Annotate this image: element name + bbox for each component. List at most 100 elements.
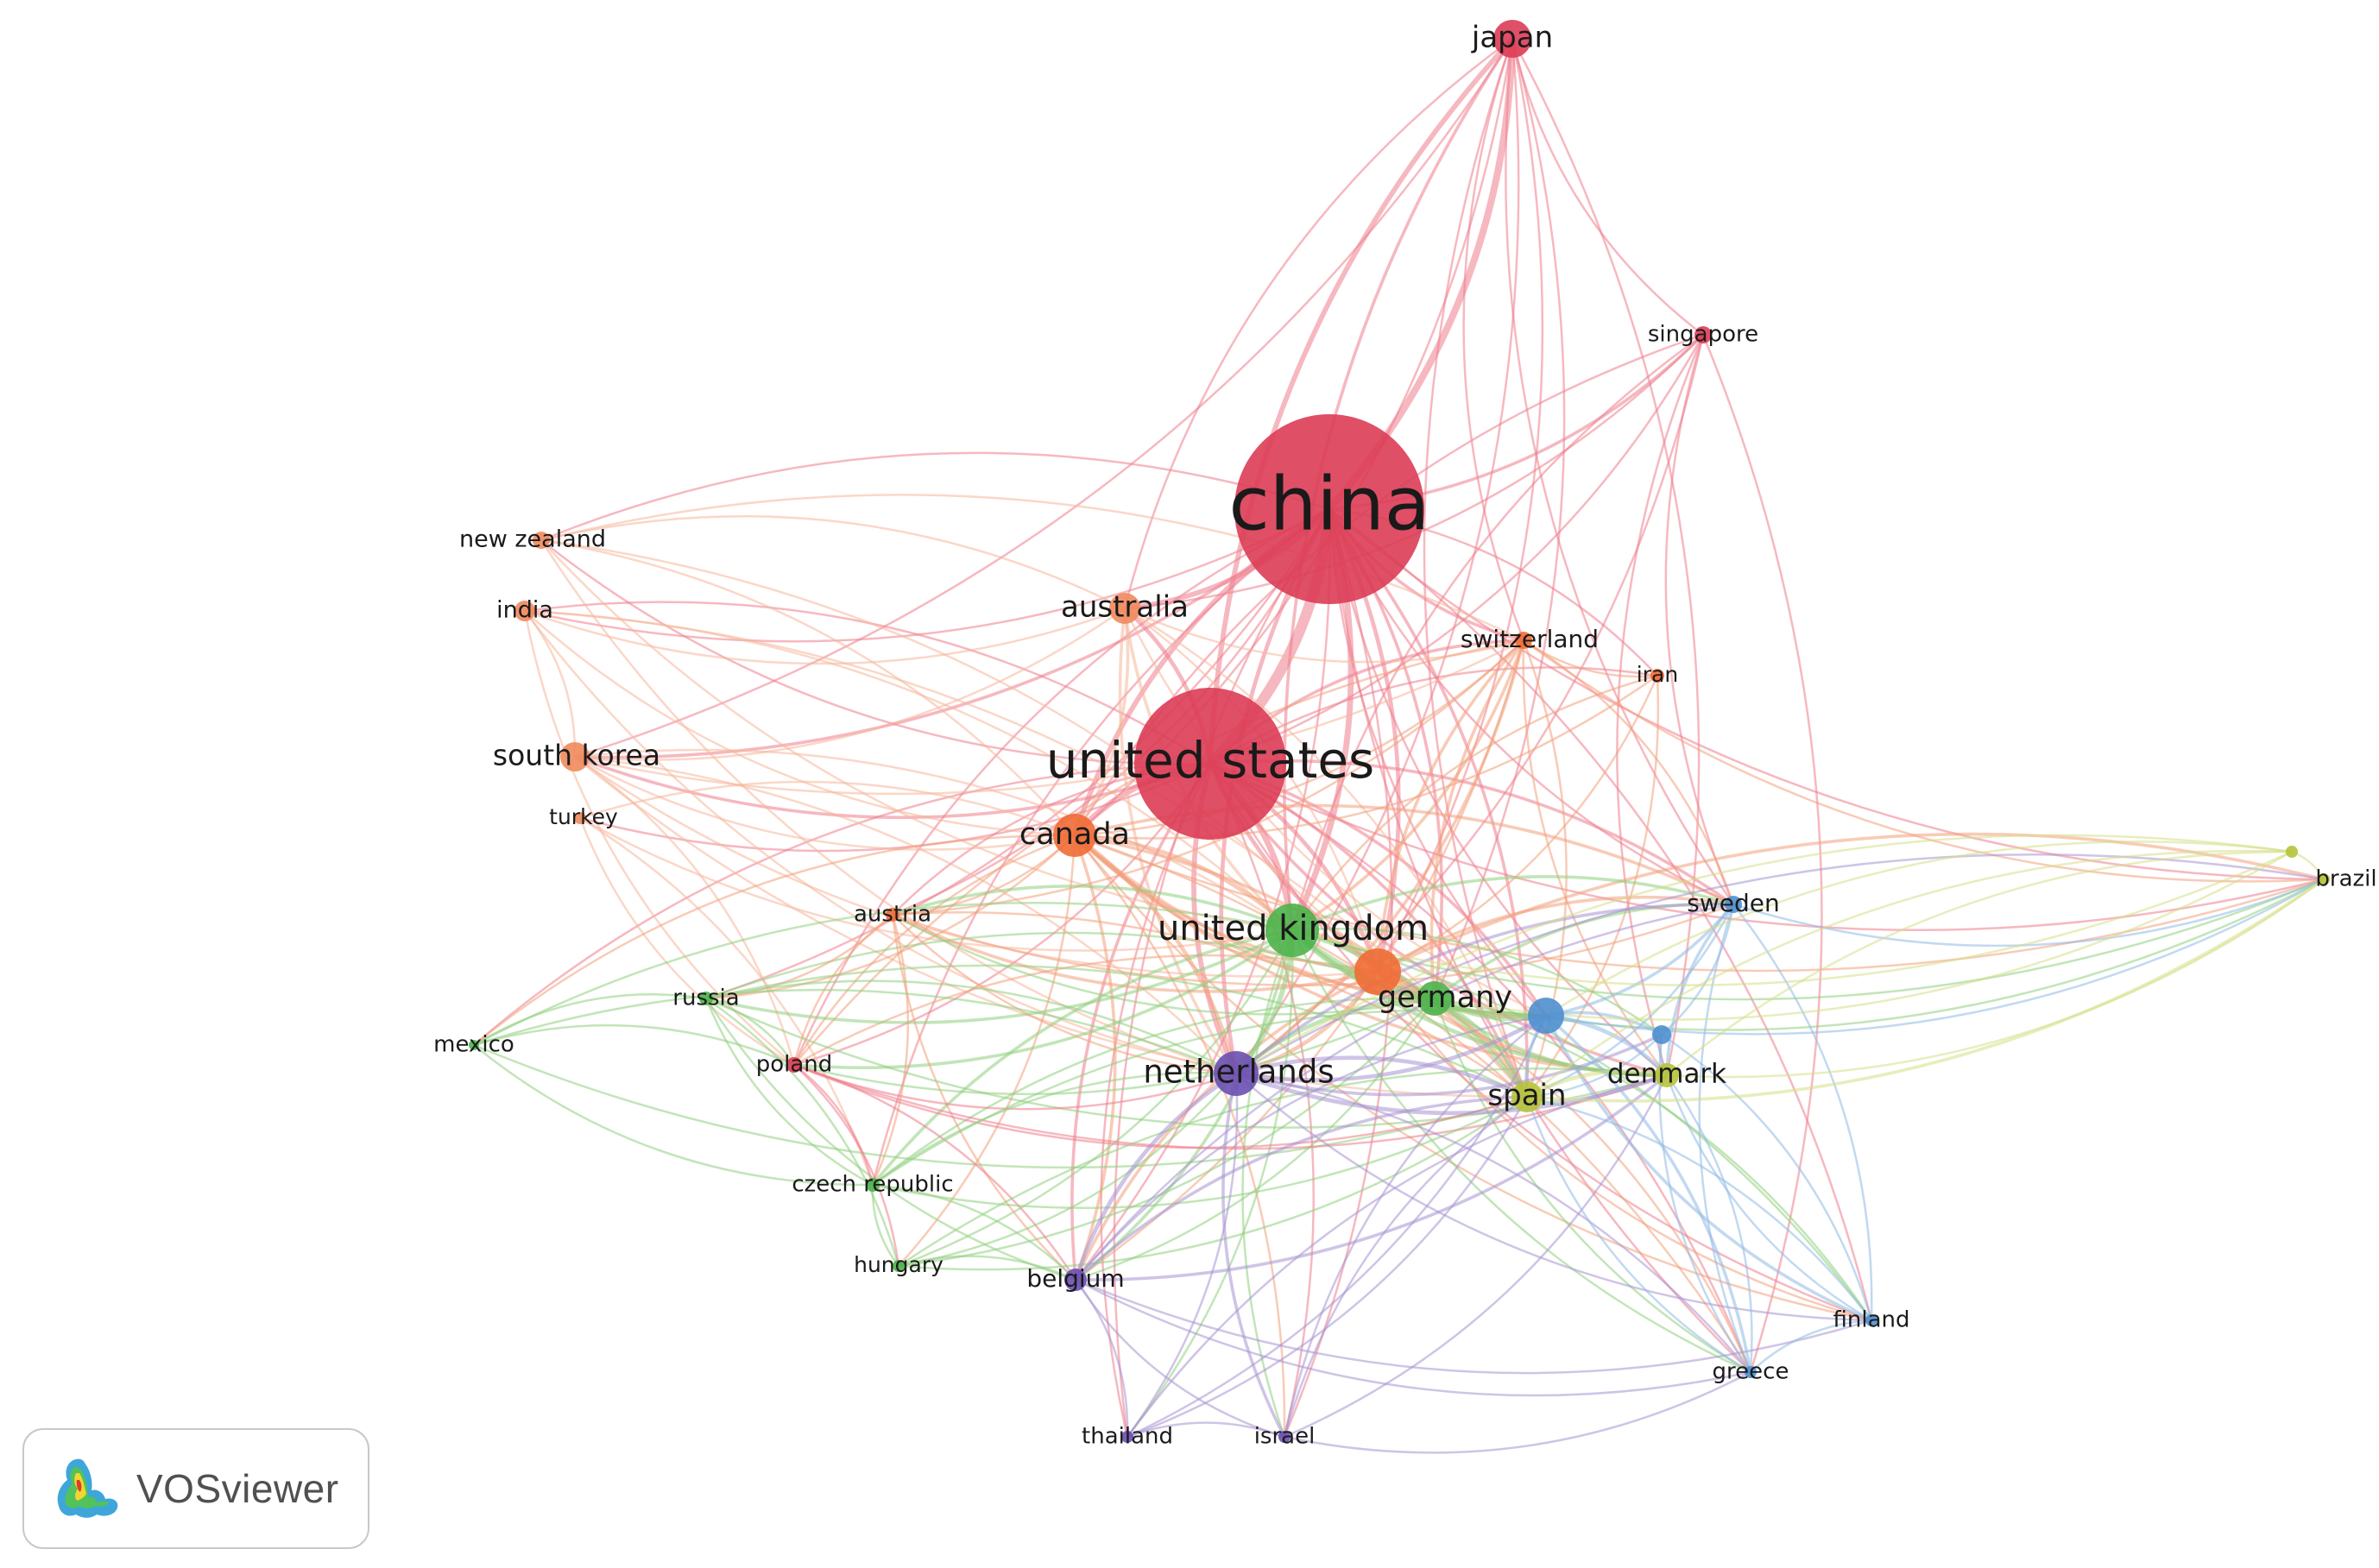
node-label-hungary: hungary [854, 1252, 943, 1277]
node-finland[interactable] [1865, 1314, 1877, 1326]
node-brazil[interactable] [2318, 873, 2330, 885]
node-canada[interactable] [1053, 814, 1096, 857]
link-mexico-poland [473, 1023, 795, 1067]
node-australia[interactable] [1109, 593, 1140, 624]
link-germany-poland [793, 997, 1436, 1096]
link-south_korea-germany_node [574, 755, 1379, 978]
node-israel[interactable] [1278, 1431, 1290, 1443]
node-label-australia: australia [1061, 590, 1189, 625]
link-sweden-finland [1732, 904, 1873, 1321]
link-austria-belgium [891, 914, 1076, 1281]
node-denmark[interactable] [1655, 1063, 1679, 1087]
node-thailand[interactable] [1121, 1431, 1133, 1443]
node-united-kingdom[interactable] [1265, 904, 1319, 957]
node-belgium[interactable] [1064, 1269, 1087, 1291]
link-united_states-japan [1208, 37, 1515, 765]
link-australia-switzerland [1124, 607, 1524, 664]
link-japan-netherlands [1234, 38, 1520, 1074]
node-germany[interactable] [1417, 981, 1452, 1016]
link-singapore-sweden [1664, 334, 1735, 905]
node-label-united-kingdom: united kingdom [1158, 909, 1429, 948]
link-singapore-greece [1701, 334, 1823, 1373]
node-russia[interactable] [699, 992, 713, 1005]
edge-layer [473, 37, 2325, 1454]
node-south-korea[interactable] [560, 742, 590, 771]
node-denmark-hub[interactable] [1652, 1025, 1671, 1044]
node-label-china: china [1229, 461, 1430, 547]
link-united_kingdom-poland [793, 929, 1294, 1070]
node-india[interactable] [514, 601, 535, 621]
link-germany-belgium [1075, 998, 1436, 1281]
link-south_korea-switzerland [574, 639, 1524, 796]
link-united_kingdom-austria [892, 885, 1293, 932]
link-russia-spain [705, 964, 1528, 1099]
link-russia-mexico [473, 993, 707, 1047]
link-singapore-denmark [1616, 334, 1705, 1076]
node-label-greece: greece [1713, 1359, 1789, 1385]
node-label-mexico: mexico [433, 1032, 514, 1058]
link-south_korea-netherlands [574, 755, 1237, 1074]
link-mexico-netherlands [473, 988, 1237, 1075]
node-label-singapore: singapore [1648, 322, 1758, 348]
link-belgium-finland [1075, 1278, 1872, 1375]
link-singapore-australia [1124, 334, 1704, 610]
link-japan-south_korea [574, 38, 1514, 759]
node-new-zealand[interactable] [533, 532, 550, 549]
link-denmark-brazil_hub [1666, 850, 2293, 1076]
node-united-states[interactable] [1134, 688, 1286, 840]
link-united_kingdom-russia [705, 929, 1293, 1024]
link-sweden-denmark_hub [1661, 904, 1735, 1036]
node-spain[interactable] [1511, 1081, 1543, 1112]
node-label-poland: poland [756, 1052, 833, 1078]
node-label-denmark: denmark [1607, 1059, 1726, 1090]
node-iran[interactable] [1650, 669, 1664, 683]
node-label-japan: japan [1471, 21, 1553, 55]
node-label-canada: canada [1019, 817, 1130, 852]
link-russia-hungary [705, 997, 900, 1267]
link-new_zealand-canada [540, 538, 1076, 836]
link-netherlands-israel [1221, 1073, 1286, 1438]
node-brazil-hub[interactable] [2286, 846, 2298, 858]
node-netherlands[interactable] [1214, 1051, 1259, 1096]
node-poland[interactable] [786, 1057, 802, 1073]
link-finland-denmark [1665, 1074, 1872, 1322]
node-sweden[interactable] [1725, 896, 1742, 913]
node-china[interactable] [1234, 414, 1424, 604]
node-japan[interactable] [1493, 20, 1531, 58]
link-japan-denmark [1511, 38, 1701, 1076]
node-czech-republic[interactable] [866, 1178, 880, 1192]
link-india-canada [524, 610, 1076, 837]
node-germany-node[interactable] [1354, 948, 1401, 995]
link-india-germany [524, 609, 1436, 999]
link-hungary-netherlands [898, 1073, 1237, 1268]
link-belgium-sweden_hub [1075, 1014, 1547, 1281]
node-austria[interactable] [886, 908, 899, 922]
link-australia-new_zealand [540, 515, 1126, 610]
node-greece[interactable] [1745, 1366, 1757, 1378]
node-singapore[interactable] [1694, 326, 1712, 343]
node-label-spain: spain [1487, 1079, 1566, 1113]
link-canada-mexico [473, 834, 1076, 1046]
link-israel-sweden_hub [1283, 1015, 1547, 1438]
node-mexico[interactable] [469, 1040, 479, 1050]
node-turkey[interactable] [574, 812, 586, 824]
link-netherlands-thailand [1126, 1073, 1239, 1438]
node-hungary[interactable] [893, 1260, 905, 1272]
link-japan-germany [1433, 38, 1566, 999]
link-denmark_hub-spain [1526, 1034, 1663, 1099]
node-label-thailand: thailand [1082, 1424, 1173, 1450]
link-canada-finland [1074, 834, 1872, 1322]
vosviewer-logo-icon [57, 1458, 118, 1518]
node-sweden-hub[interactable] [1528, 998, 1564, 1034]
link-poland-spain [793, 1063, 1528, 1149]
link-new_zealand-germany_node [540, 538, 1379, 973]
link-united_kingdom-denmark_hub [1291, 928, 1663, 1036]
link-united_states-sweden [1209, 759, 1735, 906]
link-united_states-singapore [1209, 334, 1705, 765]
link-japan-singapore [1511, 38, 1704, 336]
node-switzerland[interactable] [1515, 632, 1532, 649]
link-thailand-spain [1126, 1096, 1529, 1439]
link-finland-spain [1526, 1095, 1872, 1321]
link-canada-belgium [1073, 834, 1117, 1281]
